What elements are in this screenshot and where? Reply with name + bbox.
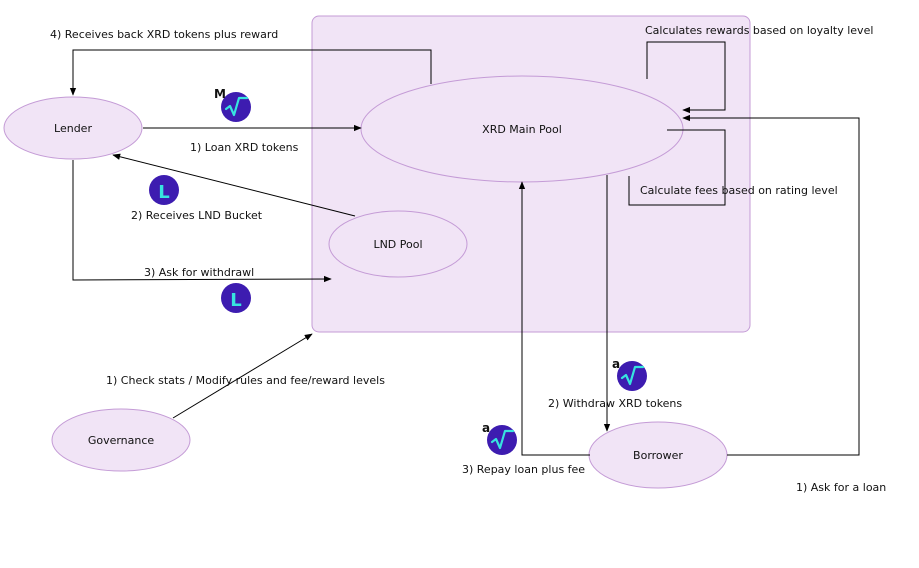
label-withdraw-xrd: 2) Withdraw XRD tokens	[548, 397, 682, 410]
governance-node[interactable]: Governance	[51, 408, 191, 472]
label-receives-lnd: 2) Receives LND Bucket	[131, 209, 263, 222]
lnd-token-icon-withdrawl: L	[221, 283, 251, 313]
borrower-label: Borrower	[633, 449, 683, 462]
arrow-governance	[172, 333, 313, 419]
lnd-token-icon: L	[149, 175, 179, 205]
lnd-token-letter-withdrawl: L	[230, 290, 241, 311]
label-calc-fees: Calculate fees based on rating level	[640, 184, 838, 197]
lnd-pool-node[interactable]: LND Pool	[328, 210, 468, 278]
arrow-receives-back	[69, 49, 432, 96]
arrow-ask-withdrawl	[72, 160, 332, 283]
arrow-receives-lnd	[112, 153, 356, 217]
lender-label: Lender	[54, 122, 92, 135]
main-pool-node[interactable]: XRD Main Pool	[360, 75, 684, 183]
arrow-repay-loan	[518, 181, 590, 456]
lender-node[interactable]: Lender	[3, 96, 143, 160]
label-repay-loan: 3) Repay loan plus fee	[462, 463, 585, 476]
xrd-token-badge: M	[214, 87, 226, 101]
label-loan-xrd: 1) Loan XRD tokens	[190, 141, 299, 154]
main-pool-label: XRD Main Pool	[482, 123, 562, 136]
label-governance-action: 1) Check stats / Modify rules and fee/re…	[106, 374, 385, 387]
xrd-token-icon: M	[214, 87, 251, 122]
line-calc-fees	[628, 129, 726, 206]
label-ask-loan: 1) Ask for a loan	[796, 481, 886, 494]
governance-label: Governance	[88, 434, 155, 447]
lnd-pool-label: LND Pool	[373, 238, 422, 251]
xrd-token-badge-repay: a	[482, 421, 490, 435]
label-ask-withdrawl: 3) Ask for withdrawl	[144, 266, 254, 279]
arrow-calc-rewards	[646, 41, 726, 114]
xrd-token-icon-withdraw: a	[612, 357, 647, 391]
borrower-node[interactable]: Borrower	[588, 421, 728, 489]
label-calc-rewards: Calculates rewards based on loyalty leve…	[645, 24, 873, 37]
label-receives-back: 4) Receives back XRD tokens plus reward	[50, 28, 278, 41]
arrow-ask-loan	[682, 114, 860, 456]
lnd-token-letter: L	[158, 182, 169, 203]
xrd-token-badge-withdraw: a	[612, 357, 620, 371]
xrd-token-icon-repay: a	[482, 421, 517, 455]
